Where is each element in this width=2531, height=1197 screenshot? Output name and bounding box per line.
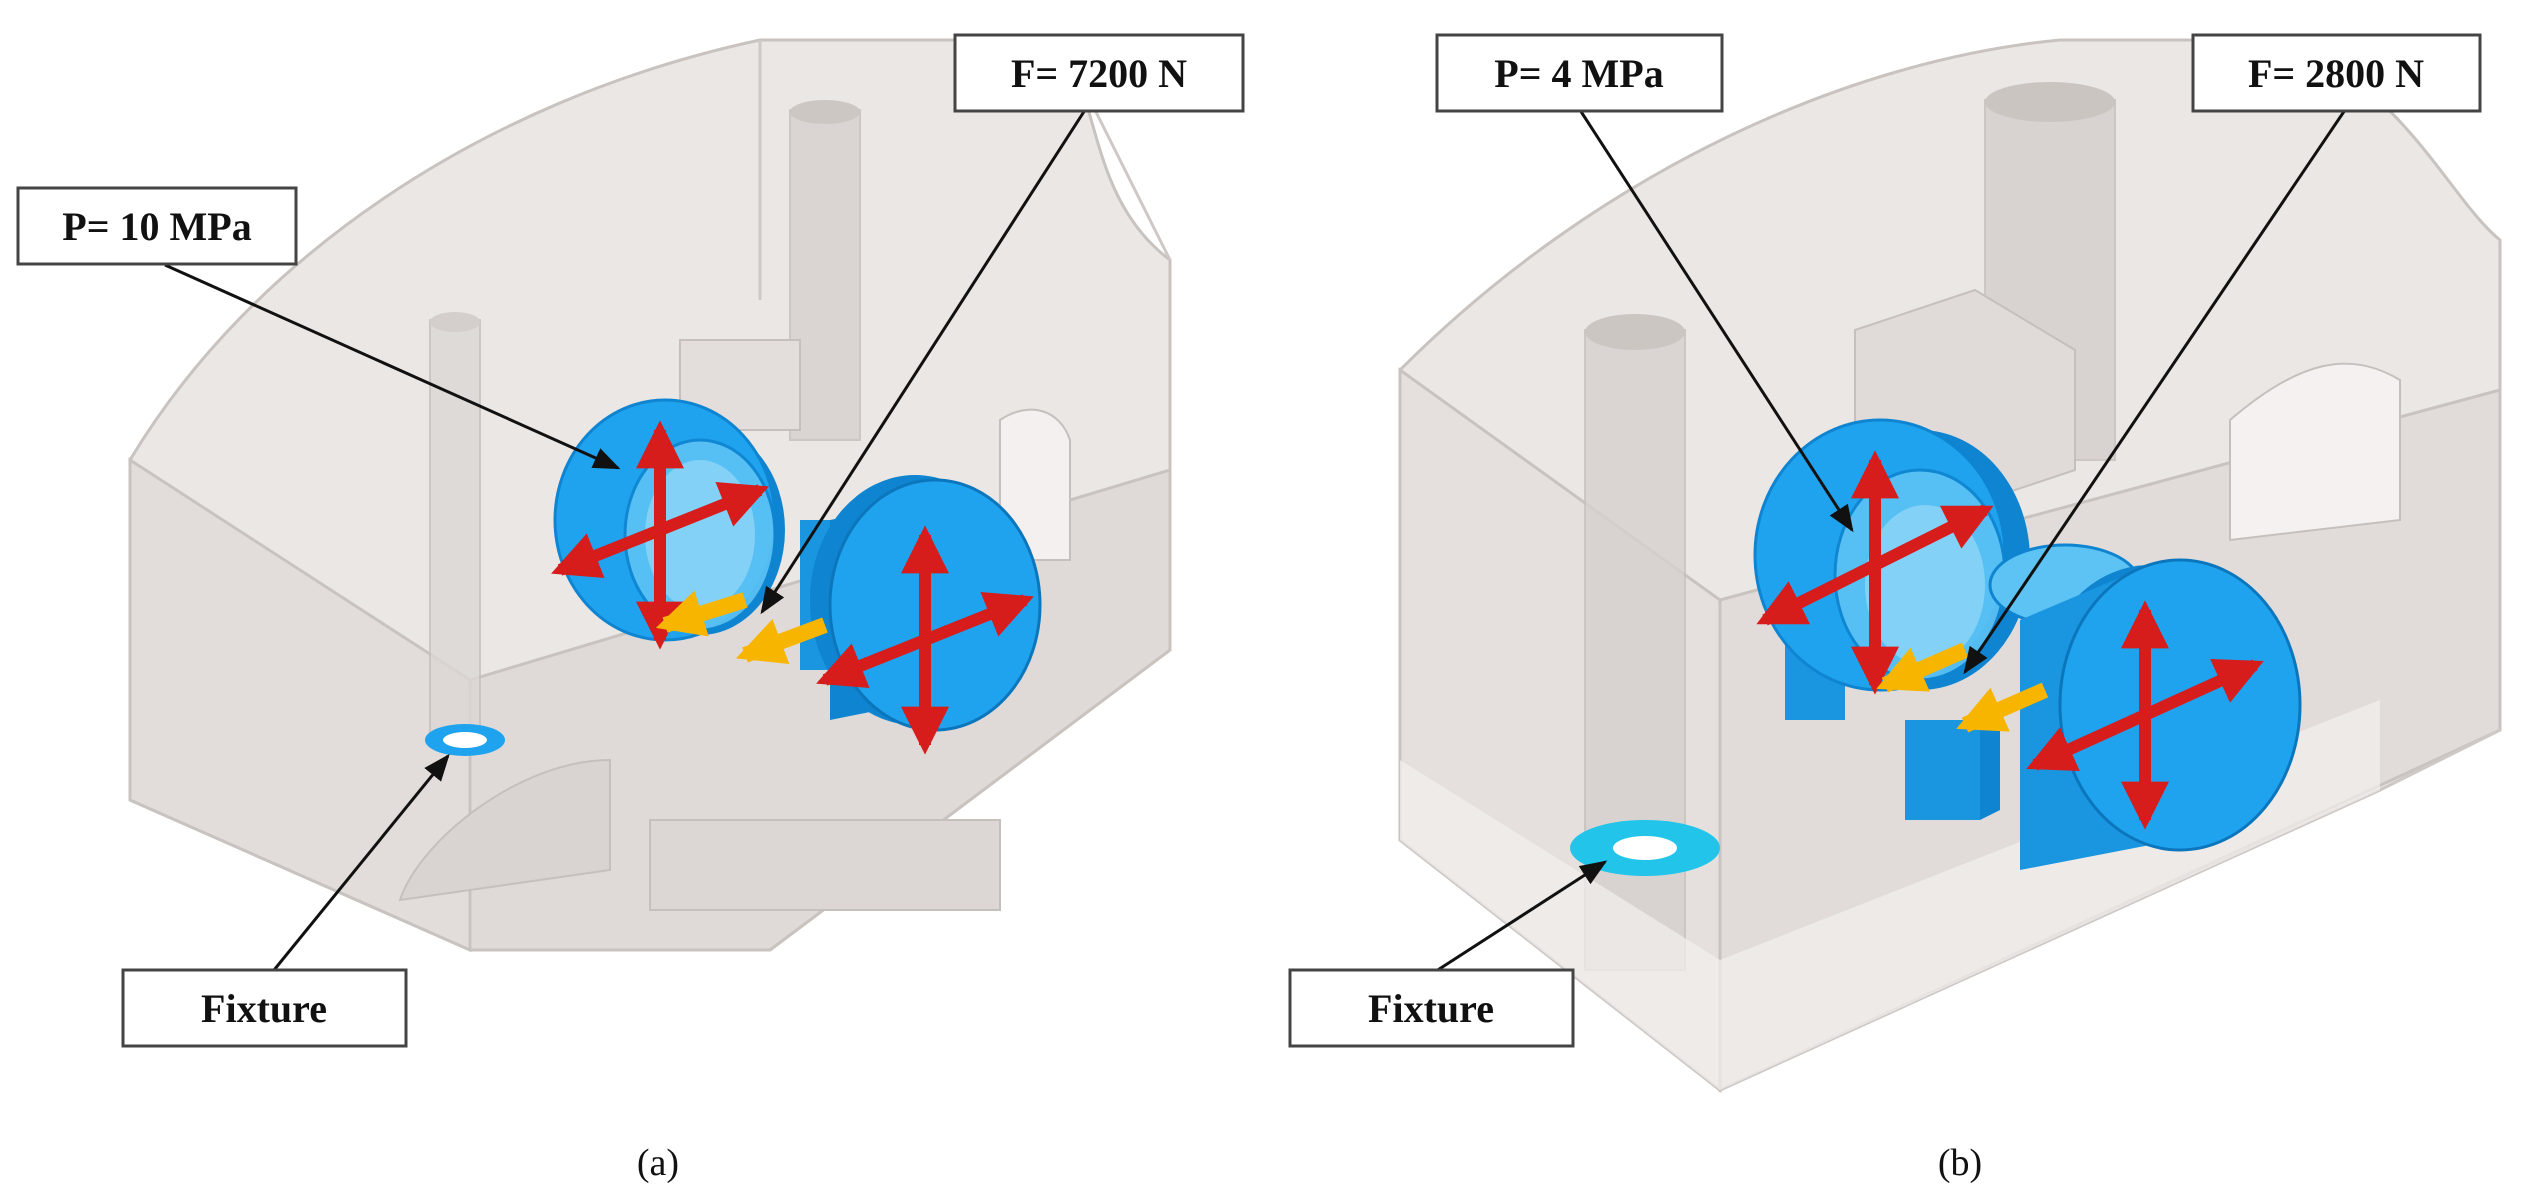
- force-arrows-a: [655, 590, 828, 664]
- pressure-label-a: P= 10 MPa: [62, 204, 251, 249]
- caption-a: (a): [637, 1142, 679, 1184]
- leader-lines-a: [164, 109, 1087, 976]
- caption-b: (b): [1938, 1142, 1982, 1184]
- force-callout-b: F= 2800 N: [2191, 33, 2482, 113]
- pressure-callout-a: P= 10 MPa: [16, 186, 298, 266]
- leader-lines-b: [1429, 109, 2347, 977]
- panel-b: P= 4 MPa F= 2800 N Fixture (b): [1288, 33, 2502, 1184]
- pressure-arrows-right-b: [2026, 600, 2264, 830]
- fixture-callout-a: Fixture: [121, 968, 408, 1048]
- fixture-ring-b: [1570, 820, 1720, 876]
- fixture-ring-a: [425, 724, 505, 756]
- pressure-callout-b: P= 4 MPa: [1435, 33, 1724, 113]
- pressure-arrows-right-a: [816, 525, 1034, 755]
- pressure-label-b: P= 4 MPa: [1494, 51, 1663, 96]
- force-callout-a: F= 7200 N: [953, 33, 1245, 113]
- fixture-label-a: Fixture: [201, 986, 327, 1031]
- force-label-a: F= 7200 N: [1011, 51, 1187, 96]
- force-label-b: F= 2800 N: [2248, 51, 2424, 96]
- pressure-arrows-left-b: [1756, 450, 1994, 695]
- panel-a: P= 10 MPa F= 7200 N Fixture (a): [16, 33, 1245, 1184]
- fixture-callout-b: Fixture: [1288, 968, 1575, 1048]
- force-arrows-b: [1876, 642, 2049, 733]
- fixture-label-b: Fixture: [1368, 986, 1494, 1031]
